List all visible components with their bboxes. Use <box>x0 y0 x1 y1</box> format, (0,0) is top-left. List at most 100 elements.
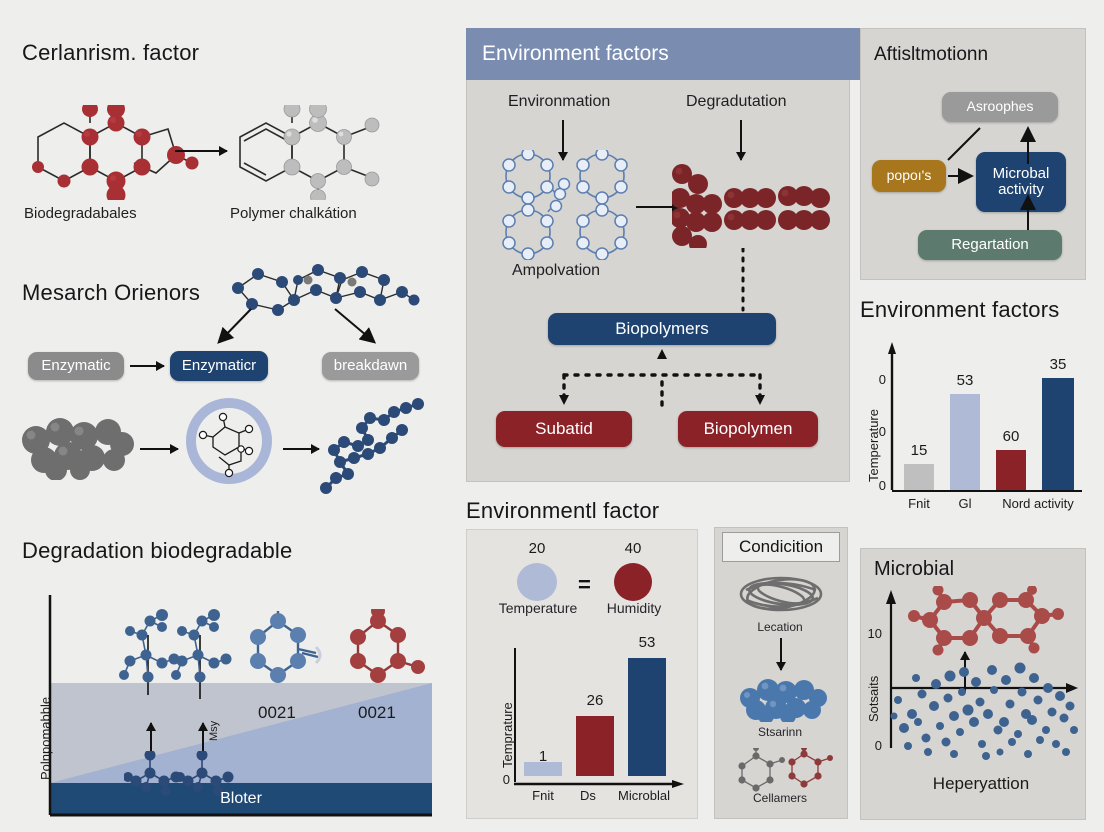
rm-bar-value-2: 60 <box>1002 428 1020 445</box>
attribution-panel-title: Aftisltmotionn <box>874 44 989 65</box>
uptake-arrow-2 <box>198 722 208 759</box>
bc-y-axis-label: Temprature <box>500 702 515 768</box>
red-ring-molecule-icon <box>350 609 425 683</box>
bc-bar-0 <box>524 762 562 776</box>
condition-item1-label: Lecation <box>757 620 803 634</box>
left-section1-right-label: Polymer chalkátion <box>230 205 357 222</box>
legend-swatch-temperature <box>517 563 557 601</box>
rm-x-axis <box>892 490 1082 493</box>
condition-item2-label: Stsarinn <box>757 725 803 739</box>
ms-x-axis-label: Heperyattion <box>932 774 1030 793</box>
condition-arrow-1 <box>776 638 786 671</box>
ms-x-axis <box>890 683 1078 693</box>
degradation-value-2: 0021 <box>358 703 396 722</box>
left-section1-title: Cerlanrism. factor <box>22 40 200 65</box>
polymer-molecule-icon <box>239 105 380 200</box>
left-section3-title: Degradation biodegradable <box>22 538 293 563</box>
lower-molecule-2-icon <box>176 751 234 796</box>
box-biopolymers[interactable]: Biopolymers <box>548 313 776 345</box>
pill-arrow-1 <box>130 361 165 371</box>
bc-x-axis <box>514 780 684 788</box>
attribution-connectors <box>947 126 1036 230</box>
rm-category-2: Nord activity <box>1002 496 1074 511</box>
legend-label-humidity: Humidity <box>606 600 662 616</box>
blue-ring-molecule-icon <box>250 611 322 683</box>
box-biopolymen[interactable]: Biopolymen <box>678 411 818 447</box>
microbial-scatter-points <box>890 662 1078 760</box>
mixed-molecules-icon <box>738 748 833 792</box>
lower-molecule-1-icon <box>124 751 182 796</box>
legend-equals-glyph: = <box>578 572 591 597</box>
upper-molecule-2-icon <box>171 609 232 683</box>
box-microbal-activity-line2: activity <box>998 181 1044 198</box>
rm-bar-0 <box>904 464 934 490</box>
pill-enzymatic-left[interactable]: Enzymatic <box>28 352 124 380</box>
biodegradables-molecule-icon <box>32 105 199 200</box>
microbial-scatter-chart: Sotsaits 10 0 <box>866 586 1080 793</box>
enzyme-ring-icon <box>186 398 272 484</box>
bc-bar-2 <box>628 658 666 776</box>
pill-enzymatic-center[interactable]: Enzymaticr <box>170 351 268 381</box>
rm-category-1: Gl <box>958 496 972 511</box>
ms-y-tick-10: 10 <box>867 626 882 641</box>
rm-bar-value-1: 53 <box>956 372 974 389</box>
right-mid-chart-title: Environment factors <box>860 297 1060 322</box>
bc-y-axis <box>514 648 516 782</box>
rm-y-tick-0: 0 <box>878 372 886 387</box>
rm-bar-3 <box>1042 378 1074 490</box>
box-popors[interactable]: popoı's <box>872 160 946 192</box>
upper-molecule-1-icon <box>119 609 180 683</box>
left-section2-title: Mesarch Orienors <box>22 280 201 305</box>
uptake-arrow-1 <box>146 722 156 759</box>
environment-factors-header-label: Environment factors <box>482 42 669 65</box>
process-arrow-1 <box>140 444 179 454</box>
ms-y-axis-label: Sotsaits <box>866 675 881 722</box>
branch-arrows <box>217 308 377 344</box>
degradation-base-band-label: Bloter <box>220 790 262 807</box>
legend-label-temperature: Temperature <box>498 600 578 616</box>
condition-panel <box>714 527 848 819</box>
bc-bar-value-0: 1 <box>538 748 548 765</box>
bottom-center-bar-chart: Temprature 0 1 26 53 Fnit Ds Microblal <box>494 634 684 803</box>
coiled-polymer-icon <box>320 398 424 494</box>
pill-breakdown[interactable]: breakdawn <box>322 352 419 380</box>
rm-bar-1 <box>950 394 980 490</box>
environment-factors-header: Environment factors <box>466 28 864 80</box>
bc-category-2: Microblal <box>617 788 670 803</box>
rm-bar-value-3: 35 <box>1049 356 1067 373</box>
rm-y-tick-2: 0 <box>878 478 886 493</box>
degradation-y-axis-label: Polnpomabble <box>38 696 53 780</box>
right-mid-bar-chart: Temperature 0 0 0 15 53 60 35 Fnit Gl No… <box>862 342 1084 534</box>
legend-swatch-humidity <box>614 563 652 601</box>
box-subatid[interactable]: Subatid <box>496 411 632 447</box>
bc-bar-value-1: 26 <box>586 692 604 709</box>
microbial-panel-title: Microbial <box>874 558 955 580</box>
microbial-red-molecule-icon <box>908 586 1064 656</box>
ms-y-axis <box>886 590 896 748</box>
rm-y-axis <box>888 342 896 490</box>
center-down-arrow-left <box>558 120 568 161</box>
bottom-center-chart-title: Environmentl factor <box>466 498 660 523</box>
rm-bar-2 <box>996 450 1026 490</box>
condition-item3-label: Cellamers <box>752 791 807 805</box>
degradation-area-chart: Polnpomabble <box>38 595 432 817</box>
aggregate-cluster-icon <box>22 418 134 480</box>
box-asroophes[interactable]: Asroophes <box>942 92 1058 122</box>
blue-cluster-icon <box>740 679 827 722</box>
bc-bar-1 <box>576 716 614 776</box>
tangled-fibers-icon <box>739 576 823 612</box>
rm-category-0: Fnit <box>908 496 930 511</box>
center-top-right-label: Degradutation <box>686 93 787 110</box>
legend-value-temperature: 20 <box>528 540 546 557</box>
ms-y-tick-0: 0 <box>874 738 882 753</box>
box-regartation[interactable]: Regartation <box>918 230 1062 260</box>
degraded-chains-icon <box>672 164 830 248</box>
bc-category-0: Fnit <box>532 788 554 803</box>
legend-value-humidity: 40 <box>624 540 642 557</box>
degradation-tick-label: Msy <box>208 720 220 741</box>
rm-y-axis-label: Temperature <box>866 409 881 482</box>
transform-arrow-1 <box>175 146 228 156</box>
bc-y-tick-0: 0 <box>502 772 510 787</box>
center-down-arrow-right <box>736 120 746 161</box>
